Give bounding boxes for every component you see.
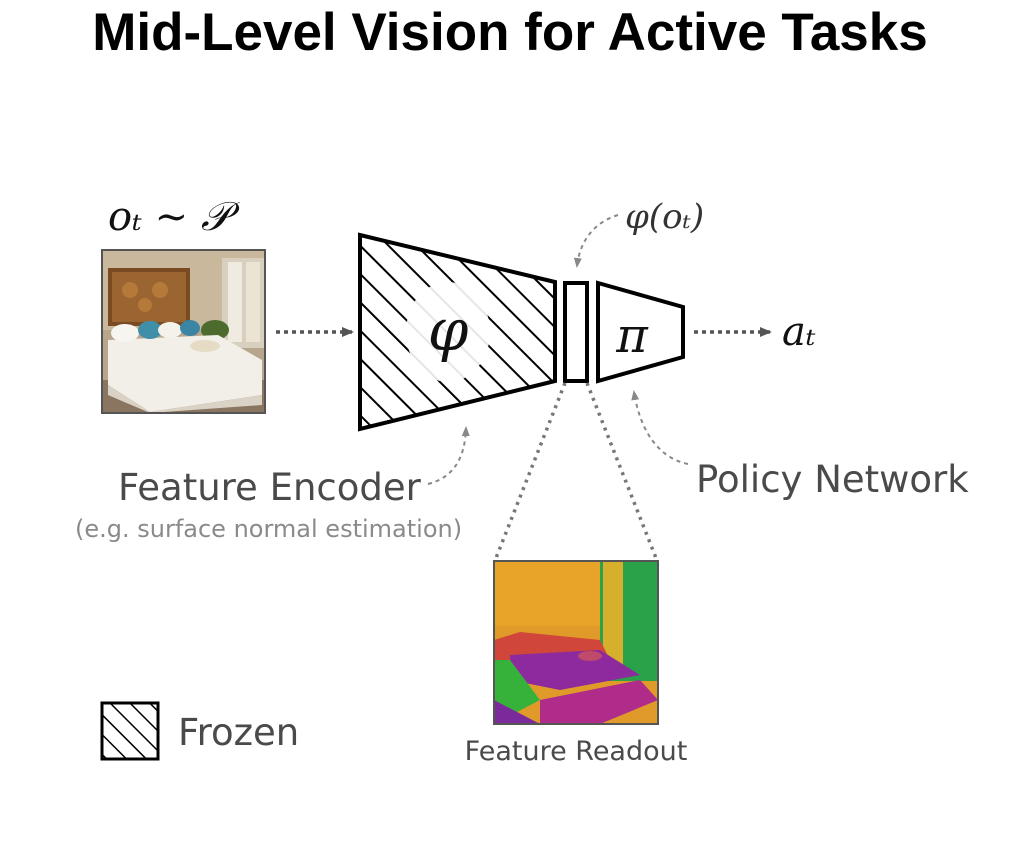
encoder-label: Feature Encoder: [118, 466, 422, 509]
bedroom-photo: [102, 250, 265, 413]
encoder-pointer: [427, 426, 470, 485]
policy-network: π: [596, 280, 685, 384]
policy-pointer: [631, 390, 689, 465]
representation-label: φ(oₜ): [625, 197, 704, 237]
legend-label: Frozen: [178, 711, 299, 754]
representation-bar: [563, 281, 589, 383]
page-title: Mid-Level Vision for Active Tasks: [92, 3, 928, 62]
policy-symbol: π: [615, 308, 649, 364]
legend-hatch-swatch: [100, 701, 160, 761]
action-label: aₜ: [782, 309, 816, 355]
feature-readout-image: [494, 561, 658, 724]
feature-encoder: φ: [358, 232, 557, 432]
feature-readout-frame: [493, 560, 659, 725]
observation-label: oₜ ∼ 𝒫: [108, 194, 241, 240]
legend: Frozen: [100, 701, 299, 761]
representation-pointer: [573, 214, 619, 268]
policy-label: Policy Network: [696, 458, 969, 501]
readout-line-left: [494, 382, 567, 559]
encoder-sublabel: (e.g. surface normal estimation): [75, 515, 462, 543]
feature-readout-label: Feature Readout: [465, 736, 688, 767]
encoder-symbol: φ: [428, 296, 469, 364]
readout-line-right: [585, 382, 658, 559]
bedroom-photo-frame: [101, 249, 266, 414]
